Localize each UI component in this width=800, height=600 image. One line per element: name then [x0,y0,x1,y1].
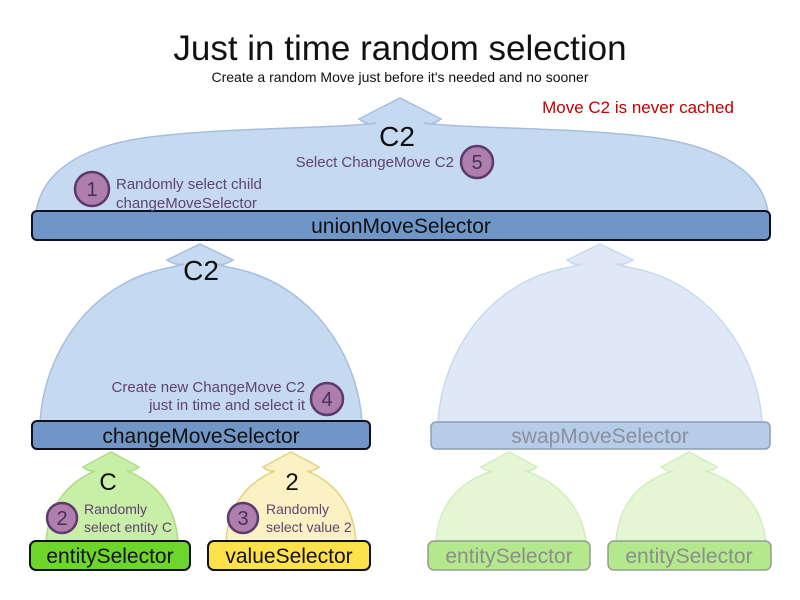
step-4-text-line2: just in time and select it [148,397,306,414]
change-move-selector-label: changeMoveSelector [102,425,299,448]
step-1-circle [73,170,111,208]
swap-move-selector-label: swapMoveSelector [511,425,688,448]
step-3-text-line1: Randomly [266,501,329,517]
entity-selector-faded-bar-1 [427,540,591,571]
change-output-arrow [39,243,363,423]
step-3-text-line2: select value 2 [266,519,352,535]
step-1-text-line2: changeMoveSelector [116,195,257,212]
entity-selector-faded-bar-2 [607,540,772,571]
step-2-text-line2: select entity C [84,519,172,535]
step-4-number: 4 [321,389,332,411]
change-output-label: C2 [183,255,219,286]
entity-selector-faded-label-2: entitySelector [625,545,752,568]
value-selector-label: valueSelector [225,545,352,568]
union-move-selector-label: unionMoveSelector [311,215,491,238]
entity-output-label: C [99,469,116,496]
note-never-cached: Move C2 is never cached [542,98,734,117]
step-2-circle [45,501,79,535]
entity-faded-arrow-2 [615,451,767,543]
step-5-circle [459,144,495,180]
step-1-text-line1: Randomly select child [116,176,262,193]
entity-selector-faded-label-1: entitySelector [445,545,572,568]
change-move-selector-bar [31,420,371,450]
step-3-circle [226,501,260,535]
step-1-number: 1 [86,179,97,201]
swap-move-selector-bar [430,421,771,450]
step-3-number: 3 [237,508,248,530]
union-output-label: C2 [379,121,415,152]
step-2-text-line1: Randomly [84,501,147,517]
step-2-number: 2 [56,508,67,530]
value-output-label: 2 [285,469,298,496]
entity-selector-bar [29,540,191,571]
page-subtitle: Create a random Move just before it's ne… [211,69,588,85]
union-move-selector-bar [31,210,771,241]
step-5-number: 5 [471,152,482,174]
swap-output-arrow [437,243,763,423]
step-5-text: Select ChangeMove C2 [296,154,454,171]
value-selector-bar [207,540,371,571]
entity-output-arrow [45,451,179,543]
step-4-circle [309,381,345,417]
entity-faded-arrow-1 [435,451,587,543]
union-output-arrow [35,97,769,213]
step-4-text-line1: Create new ChangeMove C2 [112,379,305,396]
page-title: Just in time random selection [173,29,626,68]
entity-selector-label: entitySelector [46,545,173,568]
